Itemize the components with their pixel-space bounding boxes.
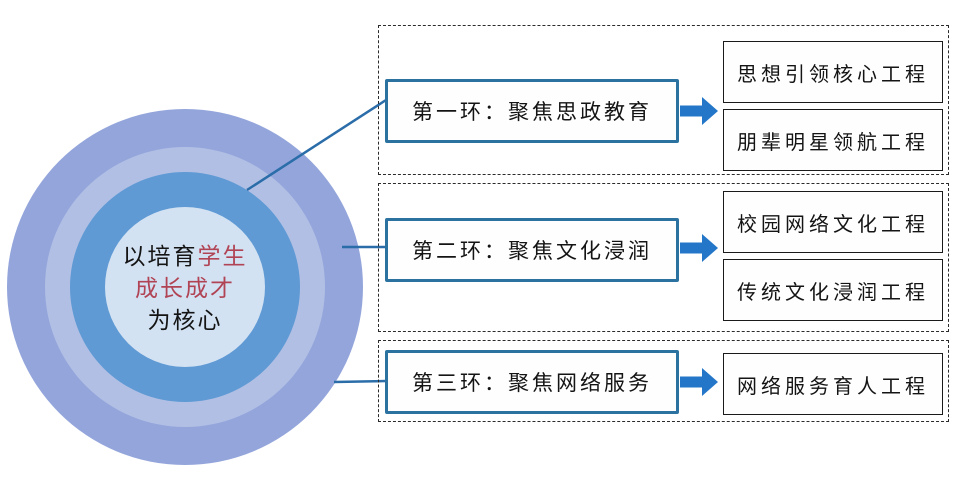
ring2-label: 第二环：聚焦文化浸润 [412, 239, 652, 263]
project-box: 传统文化浸润工程 [723, 259, 943, 321]
ring3-label-box: 第三环：聚焦网络服务 [385, 350, 679, 414]
project-label: 传统文化浸润工程 [737, 281, 929, 304]
ring1-group: 第一环：聚焦思政教育 思想引领核心工程 朋辈明星领航工程 [378, 25, 949, 175]
project-label: 思想引领核心工程 [737, 63, 929, 86]
core-text-line3-black: 为核心 [147, 308, 223, 333]
ring3-label: 第三环：聚焦网络服务 [412, 371, 652, 395]
ring2-label-box: 第二环：聚焦文化浸润 [385, 218, 679, 282]
project-label: 朋辈明星领航工程 [737, 131, 929, 154]
project-box: 校园网络文化工程 [723, 191, 943, 253]
ring3-group: 第三环：聚焦网络服务 网络服务育人工程 [378, 340, 949, 422]
core-circle [105, 207, 265, 367]
project-box: 网络服务育人工程 [723, 353, 943, 415]
core-text-line2-red: 成长成才 [135, 276, 235, 301]
ring1-label-box: 第一环：聚焦思政教育 [385, 79, 679, 143]
project-box: 思想引领核心工程 [723, 41, 943, 103]
project-box: 朋辈明星领航工程 [723, 109, 943, 171]
core-text-line1-red: 学生 [197, 244, 248, 269]
project-label: 校园网络文化工程 [737, 213, 929, 236]
core-text-line1-black: 以培育 [122, 244, 198, 269]
core-circle-text: 以培育学生 成长成才 为核心 [85, 241, 285, 337]
project-label: 网络服务育人工程 [737, 375, 929, 398]
right-block-arrow-icon [680, 97, 718, 125]
right-block-arrow-icon [680, 368, 718, 396]
ring1-label: 第一环：聚焦思政教育 [412, 100, 652, 124]
ring2-group: 第二环：聚焦文化浸润 校园网络文化工程 传统文化浸润工程 [378, 183, 949, 332]
right-block-arrow-icon [680, 234, 718, 262]
